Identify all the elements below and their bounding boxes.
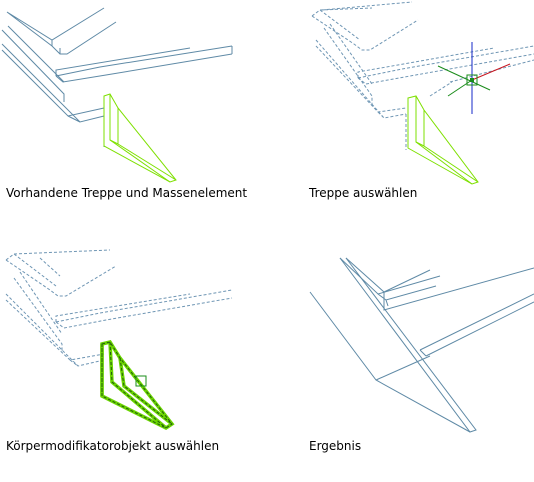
caption-select-stair: Treppe auswählen	[309, 186, 418, 200]
panel-existing-stair	[1, 7, 233, 183]
caption-result: Ergebnis	[309, 439, 362, 453]
panel-result	[309, 257, 534, 433]
ucs-axes-icon	[437, 42, 511, 114]
square-grip-icon[interactable]	[135, 375, 147, 387]
stair-dashed	[311, 1, 534, 150]
mass-element-green-2	[407, 95, 479, 185]
stair-dashed-3	[5, 249, 233, 367]
mass-element-green	[103, 93, 177, 183]
caption-select-body-modifier: Körpermodifikatorobjekt auswählen	[6, 439, 220, 453]
panel-select-body-modifier	[5, 249, 233, 431]
caption-existing-stair: Vorhandene Treppe und Massenelement	[6, 186, 248, 200]
stair-solid	[1, 7, 233, 147]
body-modifier-selected[interactable]	[100, 339, 175, 431]
square-grip-icon[interactable]	[466, 74, 478, 86]
panel-select-stair	[311, 1, 534, 185]
